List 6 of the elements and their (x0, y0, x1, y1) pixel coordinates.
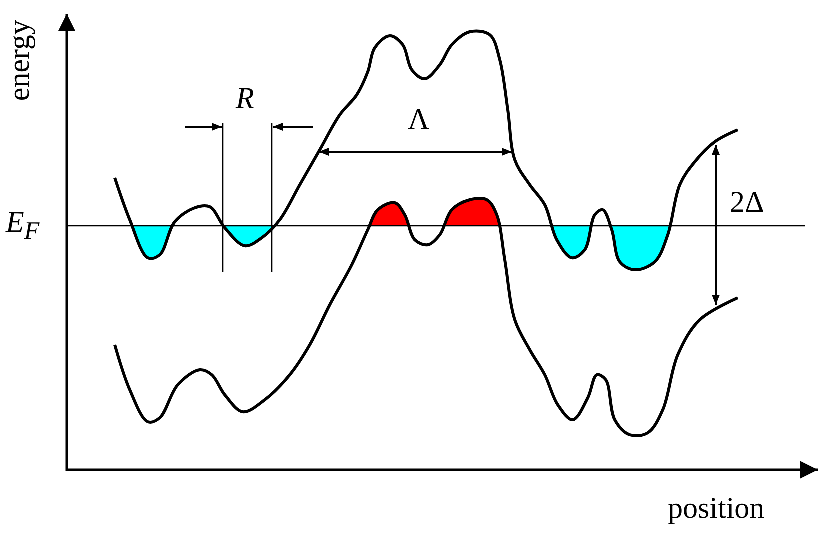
dimension-label: 2Δ (730, 188, 764, 218)
axis-title: position (668, 494, 765, 524)
dimension-label: R (236, 84, 254, 114)
dimension-label: Λ (408, 105, 430, 135)
fermi-level-label: E$_{F}$ (6, 208, 40, 244)
axis-title: energy (5, 20, 35, 102)
